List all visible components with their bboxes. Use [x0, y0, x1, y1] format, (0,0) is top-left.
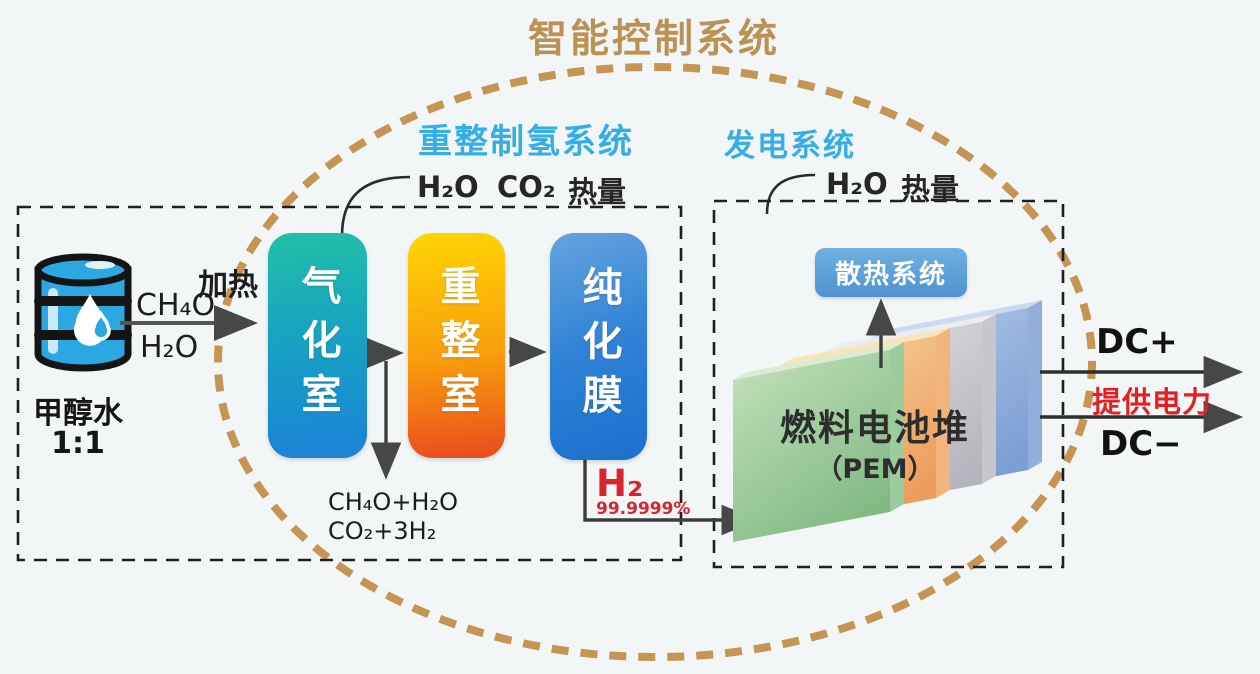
dc-plus-label: DC+ [1096, 322, 1178, 362]
power-exhaust-arc [765, 173, 816, 215]
reformer-chamber: 重整室 [408, 233, 505, 458]
gasifier-label: 气化室 [294, 264, 341, 427]
reforming-exhaust-heat: 热量 [568, 175, 627, 209]
fuel-cell-stack-label: 燃料电池堆 [779, 408, 970, 449]
byproduct-line2: CO₂+3H₂ [328, 517, 437, 545]
power-exhaust-h2o: H₂O [826, 167, 888, 201]
h2-output-label: H₂ [596, 462, 644, 505]
control-system-ellipse [214, 63, 1096, 661]
reforming-system-box [16, 205, 683, 562]
provide-power-label: 提供电力 [1092, 385, 1213, 419]
feed-ratio: 1:1 [51, 426, 105, 461]
purifier-label: 纯化膜 [575, 265, 622, 428]
h2-purity-label: 99.9999% [596, 499, 691, 519]
feed-heating-label: 加热 [198, 268, 258, 303]
gasifier-chamber: 气化室 [268, 233, 367, 458]
barrel-glint [85, 261, 115, 269]
power-system-title: 发电系统 [724, 128, 856, 164]
fuel-cell-stack-sublabel: （PEM） [815, 454, 935, 485]
purifier-chamber: 纯化膜 [550, 233, 647, 460]
dc-minus-label: DC− [1100, 424, 1182, 464]
water-droplet-small-icon [91, 310, 111, 341]
byproduct-line1: CH₄O+H₂O [328, 488, 458, 516]
page-title: 智能控制系统 [528, 17, 781, 62]
power-system-box [712, 199, 1065, 569]
reforming-system-title: 重整制氢系统 [418, 122, 634, 162]
barrel-hoop-upper [34, 296, 132, 306]
power-exhaust-heat: 热量 [901, 172, 960, 206]
cooling-system-box: 散热系统 [815, 248, 967, 297]
feed-name: 甲醇水 [33, 396, 123, 431]
feed-ch4o-label: CH₄O [136, 288, 216, 323]
fuel-cell-stack [733, 300, 1042, 542]
barrel-top [34, 253, 132, 287]
stack-plate-green [733, 342, 904, 542]
reformer-label: 重整室 [433, 264, 480, 427]
h2-output-arrow [583, 459, 759, 536]
reforming-exhaust-arc [340, 175, 411, 237]
reforming-exhaust-co2: CO₂ [497, 170, 556, 204]
reforming-exhaust-h2o: H₂O [417, 170, 479, 204]
feed-h2o-label: H₂O [140, 330, 199, 365]
cooling-system-label: 散热系统 [834, 260, 947, 290]
methanol-barrel-icon [34, 253, 132, 372]
